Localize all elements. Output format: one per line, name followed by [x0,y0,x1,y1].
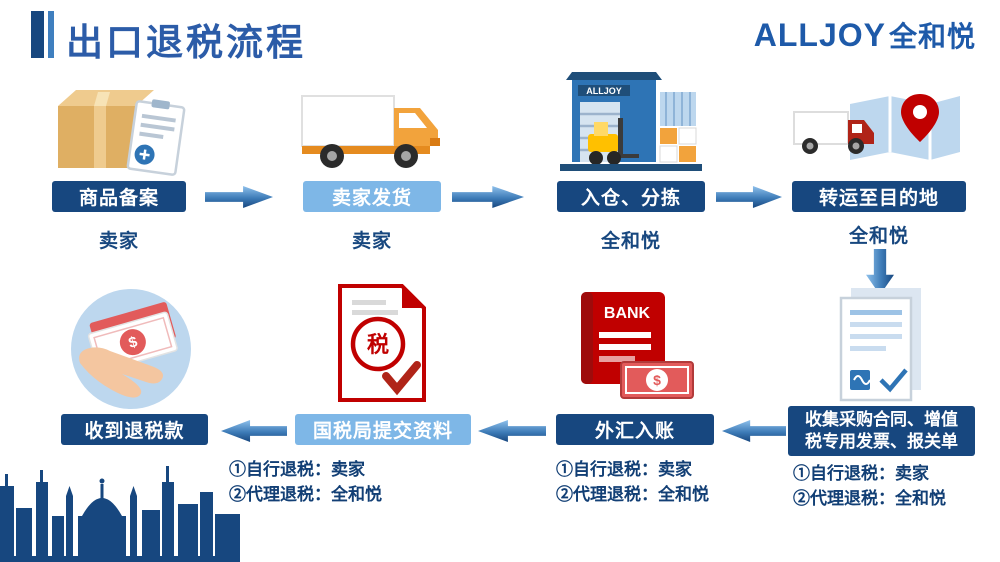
flow-arrow-right-2 [452,186,524,208]
bank-passbook-money-icon: BANK $ [581,292,694,399]
city-skyline-silhouette [0,466,240,562]
notes-collect-documents: ①自行退税：卖家 ②代理退税：全和悦 [793,461,946,511]
contract-invoice-documents-icon [839,288,921,402]
flow-arrow-left-1 [221,420,287,442]
step-label-product-filing: 商品备案 [52,181,186,212]
actor-alljoy-2: 全和悦 [848,226,909,247]
step-label-collect-documents: 收集采购合同、增值税专用发票、报关单 [788,406,975,456]
brand-logo-cn: 全和悦 [888,21,976,52]
note-line-agent: ②代理退税：全和悦 [556,485,709,504]
delivery-truck-icon [301,95,440,168]
title-accent-bar-light [48,11,54,58]
notes-submit-tax-bureau: ①自行退税：卖家 ②代理退税：全和悦 [229,457,382,507]
note-line-self: ①自行退税：卖家 [229,460,365,479]
actor-alljoy-1: 全和悦 [600,231,661,252]
flow-arrow-right-1 [205,186,273,208]
actor-seller-2: 卖家 [351,231,392,252]
bank-label-text: BANK [604,305,651,322]
step-label-warehouse-sorting: 入仓、分拣 [557,181,705,212]
transport-destination-map-icon [793,94,960,160]
note-line-self: ①自行退税：卖家 [793,464,929,483]
flow-arrow-right-3 [716,186,782,208]
page-title: 出口退税流程 [66,22,306,63]
package-box-icon [58,90,186,176]
step-label-submit-tax-bureau: 国税局提交资料 [295,414,471,445]
brand-logo: ALLJOY 全和悦 [754,15,976,55]
step-label-transfer-destination: 转运至目的地 [792,181,966,212]
bill-currency-text: $ [653,372,661,388]
note-line-self: ①自行退税：卖家 [556,460,692,479]
hand-receiving-money-icon: $ [71,289,191,409]
title-accent-bar-dark [31,11,44,58]
step-label-forex-receipt: 外汇入账 [556,414,714,445]
flow-arrow-left-3 [722,420,786,442]
tax-bureau-document-icon: 税 [338,284,426,402]
flow-arrow-left-2 [478,420,546,442]
step-label-seller-ship: 卖家发货 [303,181,441,212]
note-line-agent: ②代理退税：全和悦 [793,489,946,508]
brand-logo-en: ALLJOY [753,17,886,53]
tax-seal-text: 税 [367,332,389,357]
warehouse-sign-text: ALLJOY [586,86,622,96]
warehouse-forklift-icon: ALLJOY [560,72,702,171]
step-label-receive-refund: 收到退税款 [61,414,208,445]
note-line-agent: ②代理退税：全和悦 [229,485,382,504]
actor-seller-1: 卖家 [98,231,139,252]
notes-forex-receipt: ①自行退税：卖家 ②代理退税：全和悦 [556,457,709,507]
